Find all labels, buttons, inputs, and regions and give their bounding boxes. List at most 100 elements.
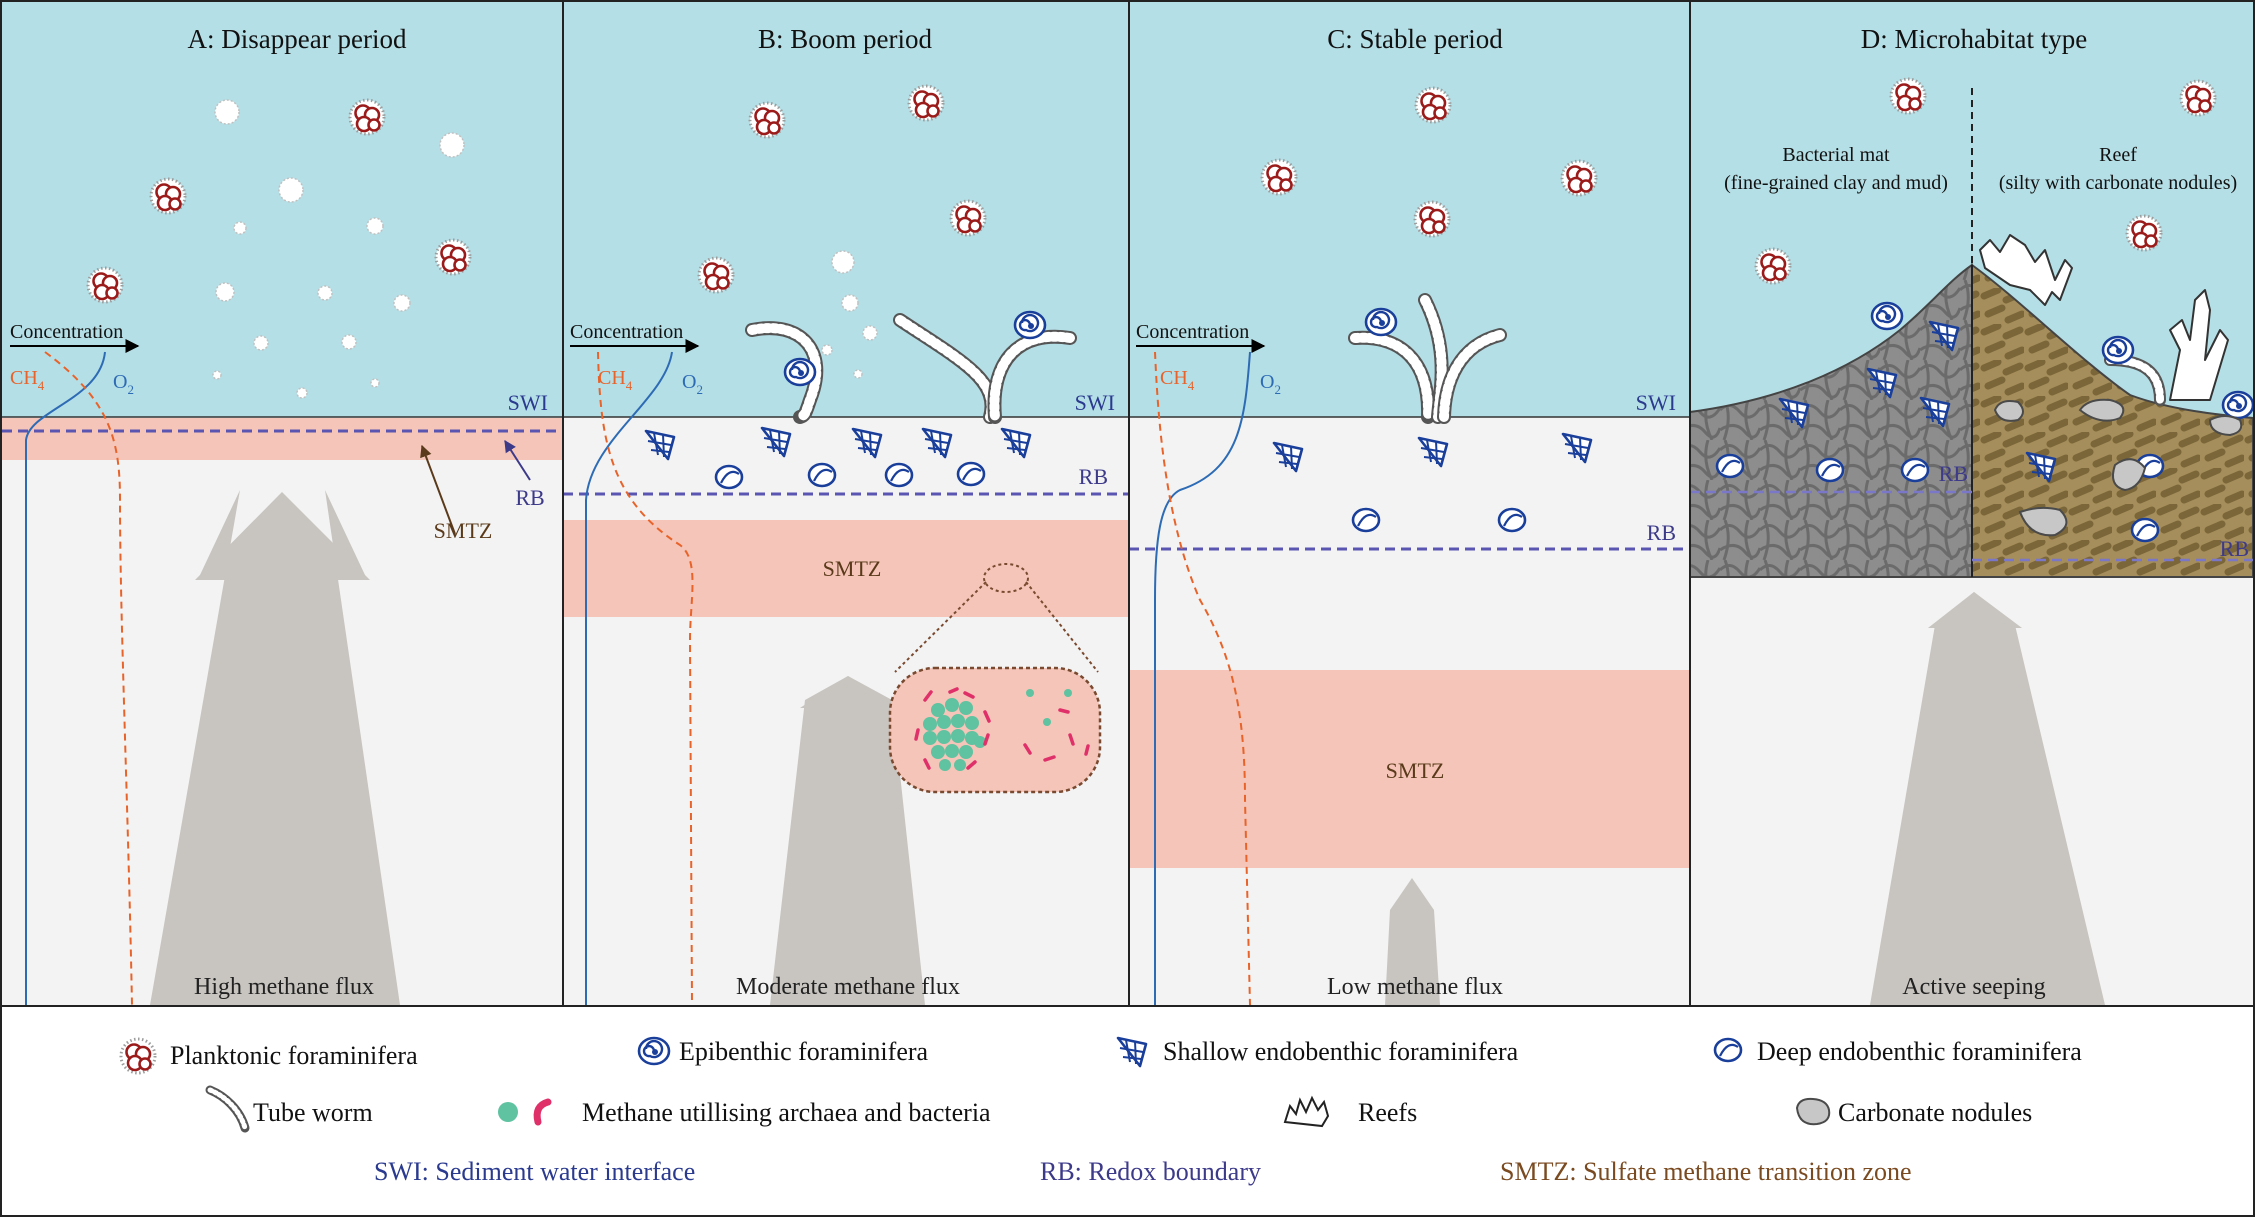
bacterial-mat-sublabel: (fine-grained clay and mud): [1724, 172, 1948, 194]
panel-a-ch4-label: CH4: [10, 367, 45, 393]
legend-reefs-icon: [1283, 1095, 1330, 1128]
panel-b-title: B: Boom period: [758, 24, 932, 54]
panel-c-ch4-curve: [1154, 351, 1251, 1006]
panel-b-o2-label: O2: [682, 371, 703, 397]
legend-epibenthic-icon: [637, 1036, 671, 1066]
deep-endobenthic-foram: [884, 462, 914, 488]
panel-a-rb-pointer: [504, 439, 531, 481]
panel-b-ch4-label: CH4: [598, 367, 633, 393]
panel-b-swi-label: SWI: [1075, 390, 1115, 415]
panel-a-water: [2, 2, 563, 417]
panel-a-swi-label: SWI: [508, 390, 548, 415]
legend-archaea: Methane utillising archaea and bacteria: [582, 1098, 991, 1127]
planktonic-foram: [697, 256, 735, 294]
panel-b: B: Boom period Concentration CH4 O2 SWI …: [563, 2, 1129, 1006]
panel-a-flux-label: High methane flux: [194, 974, 374, 1000]
panel-d-seep-arrow: [1870, 592, 2105, 1005]
panel-a: A: Disappear period Concentration CH4 O2…: [2, 2, 563, 1006]
epibenthic-foram: [1364, 307, 1398, 337]
bacteria-cluster: [914, 687, 1090, 770]
planktonic-foram: [949, 199, 987, 237]
panel-a-o2-curve: [25, 351, 106, 1005]
legend-deep-icon: [1713, 1037, 1743, 1063]
panel-c-flux-label: Low methane flux: [1327, 974, 1503, 1000]
legend-planktonic-icon: [119, 1037, 157, 1075]
panel-c-concentration: Concentration: [1136, 321, 1249, 343]
panel-c: C: Stable period Concentration CH4 O2 SW…: [1129, 2, 1690, 1006]
panel-a-title: A: Disappear period: [188, 24, 407, 54]
deep-endobenthic-foram: [1815, 457, 1845, 483]
panel-b-seep-arrow: [770, 676, 925, 1005]
deep-endobenthic-foram: [714, 464, 744, 490]
planktonic-foram: [434, 238, 472, 276]
panel-b-o2-curve: [585, 351, 673, 1005]
panel-c-seep-arrow: [1385, 878, 1440, 1005]
planktonic-foram: [748, 101, 786, 139]
deep-endobenthic-foram: [807, 462, 837, 488]
panel-d-rb-left-label: RB: [1939, 461, 1968, 486]
panel-d-rb-right-label: RB: [2220, 536, 2249, 561]
bacterial-mat-mound: [1689, 263, 1973, 578]
legend-tubeworm: Tube worm: [253, 1098, 373, 1127]
legend-planktonic: Planktonic foraminifera: [170, 1041, 418, 1070]
legend: Planktonic foraminifera Epibenthic foram…: [119, 1036, 2082, 1186]
legend-epibenthic: Epibenthic foraminifera: [679, 1037, 929, 1066]
carbonate-nodules: [1993, 398, 2243, 537]
planktonic-foram: [348, 98, 386, 136]
tube-worm: [745, 313, 1077, 424]
epibenthic-foram: [1870, 301, 1904, 331]
panel-a-smtz-band: [2, 418, 563, 460]
deep-endobenthic-foram: [956, 461, 986, 487]
planktonic-foram: [1260, 158, 1298, 196]
panel-a-concentration: Concentration: [10, 321, 123, 343]
panel-c-title: C: Stable period: [1327, 24, 1503, 54]
legend-bacteria-icon: [533, 1098, 552, 1126]
epibenthic-foram: [2221, 390, 2255, 420]
legend-rb-definition: RB: Redox boundary: [1040, 1157, 1261, 1186]
dissolving-tests: [212, 99, 465, 399]
panel-b-water: [563, 2, 1129, 417]
legend-shallow-icon: [1116, 1036, 1148, 1068]
panel-a-rb-label: RB: [515, 485, 544, 510]
panel-a-seep-arrow: [150, 490, 400, 1005]
reef-sublabel: (silty with carbonate nodules): [1999, 172, 2237, 194]
panel-c-rb-label: RB: [1647, 520, 1676, 545]
planktonic-foram: [1889, 77, 1927, 115]
panel-d-flux-label: Active seeping: [1902, 974, 2045, 1000]
panel-a-smtz-label: SMTZ: [434, 518, 493, 543]
legend-shallow: Shallow endobenthic foraminifera: [1163, 1037, 1519, 1066]
panel-a-o2-label: O2: [113, 371, 134, 397]
epibenthic-foram: [783, 357, 817, 387]
reef-label: Reef: [2099, 144, 2137, 166]
panel-c-ch4-label: CH4: [1160, 367, 1195, 393]
epibenthic-foram: [1013, 310, 1047, 340]
epibenthic-foram: [2101, 335, 2135, 365]
panel-d-title: D: Microhabitat type: [1861, 24, 2087, 54]
legend-archaea-icon: [498, 1102, 518, 1122]
bacterial-mat-label: Bacterial mat: [1782, 144, 1890, 166]
panel-c-o2-curve: [1154, 351, 1251, 1005]
panel-b-rb-label: RB: [1079, 464, 1108, 489]
panel-b-smtz-band: [563, 520, 1129, 617]
deep-endobenthic-foram: [1900, 457, 1930, 483]
deep-endobenthic-foram: [2130, 517, 2160, 543]
panel-b-ch4-curve: [597, 351, 694, 1006]
legend-deep: Deep endobenthic foraminifera: [1757, 1037, 2082, 1066]
planktonic-foram: [907, 84, 945, 122]
planktonic-foram: [1560, 159, 1598, 197]
deep-endobenthic-foram: [1715, 453, 1745, 479]
planktonic-foram: [86, 266, 124, 304]
panel-b-smtz-label: SMTZ: [823, 556, 882, 581]
panel-c-smtz-label: SMTZ: [1386, 758, 1445, 783]
planktonic-foram: [1414, 86, 1452, 124]
planktonic-foram: [2125, 214, 2163, 252]
magnify-inset: [888, 666, 1102, 794]
deep-endobenthic-foram: [1497, 507, 1527, 533]
deep-endobenthic-foram: [1351, 507, 1381, 533]
legend-tube-worm-icon: [205, 1085, 250, 1133]
legend-nodules: Carbonate nodules: [1838, 1098, 2032, 1127]
panel-c-o2-label: O2: [1260, 371, 1281, 397]
panel-a-ch4-curve: [44, 351, 133, 1006]
